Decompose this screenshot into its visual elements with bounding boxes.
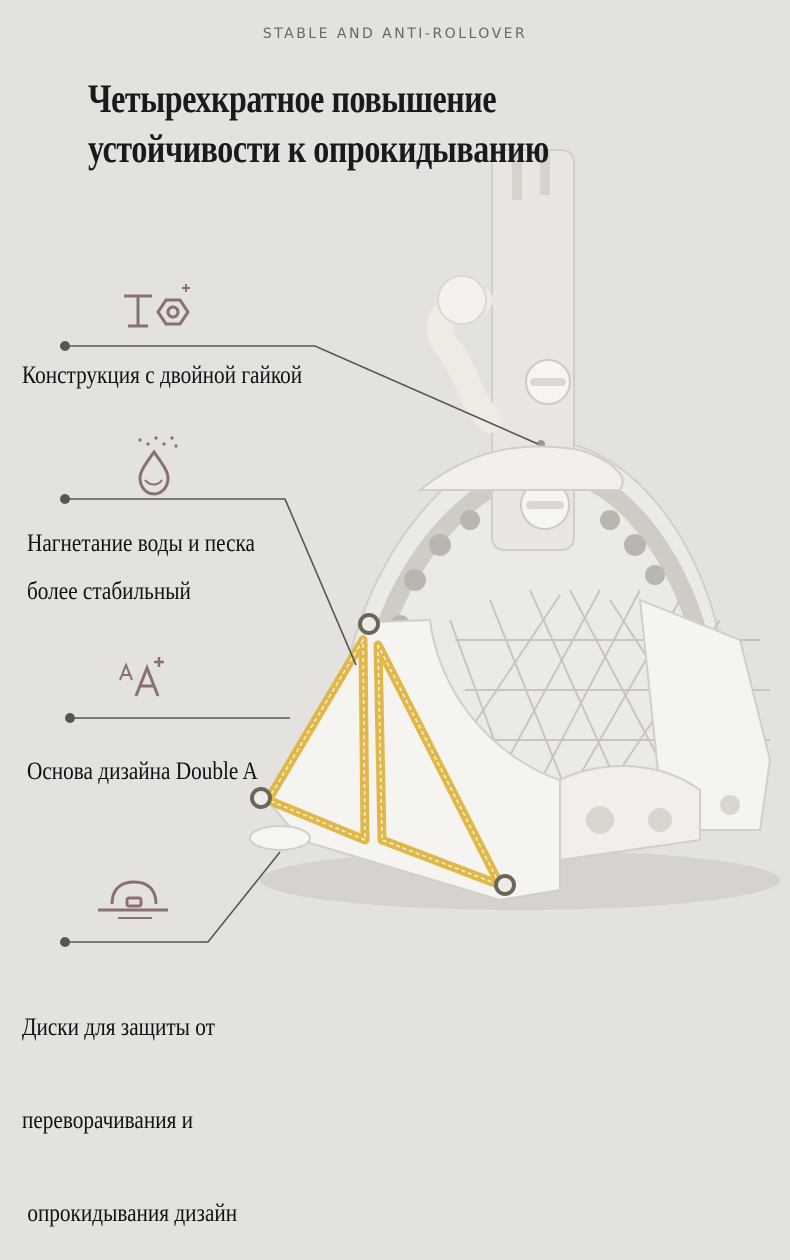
bracket [417, 445, 624, 491]
title-line-1: Четырехкратное повышение [88, 76, 497, 121]
anti-rollover-disc-icon [98, 880, 168, 919]
hook-knob [437, 275, 487, 325]
feature-label: опрокидывания дизайн [22, 1200, 238, 1227]
front-base [559, 765, 701, 862]
feature-water-sand: Нагнетание воды и песка более стабильный [27, 520, 255, 616]
feature-icons [98, 284, 190, 919]
anti-roll-disc [249, 825, 311, 851]
feature-label: более стабильный [27, 578, 191, 605]
feature-label: Нагнетание воды и песка [27, 530, 255, 557]
feature-anti-rollover-disc: Диски для защиты от переворачивания и оп… [22, 950, 237, 1260]
feature-double-nut: Конструкция с двойной гайкой [22, 356, 302, 396]
double-nut-icon [124, 284, 190, 328]
leader-dot-1 [60, 341, 70, 351]
tagline: STABLE AND ANTI-ROLLOVER [262, 26, 528, 42]
leader-lines [65, 345, 539, 943]
product-illustration [249, 149, 780, 910]
leader-dot-3 [65, 713, 75, 723]
feature-label: Диски для защиты от [22, 1014, 215, 1041]
font-size-increase-icon [119, 657, 164, 697]
page-title: Четырехкратное повышение устойчивости к … [88, 74, 549, 174]
feature-label: Конструкция с двойной гайкой [22, 362, 303, 389]
water-sand-icon [138, 436, 178, 496]
feature-label: переворачивания и [22, 1107, 194, 1134]
pole-slot [512, 150, 522, 200]
pole-slot-2 [540, 150, 550, 195]
accent-points [250, 613, 516, 896]
leader-dot-2 [60, 494, 70, 504]
feature-label: Основа дизайна Double A [27, 758, 258, 785]
leader-dot-4 [60, 937, 70, 947]
feature-double-a: Основа дизайна Double A [27, 752, 258, 792]
title-line-2: устойчивости к опрокидыванию [88, 126, 549, 171]
